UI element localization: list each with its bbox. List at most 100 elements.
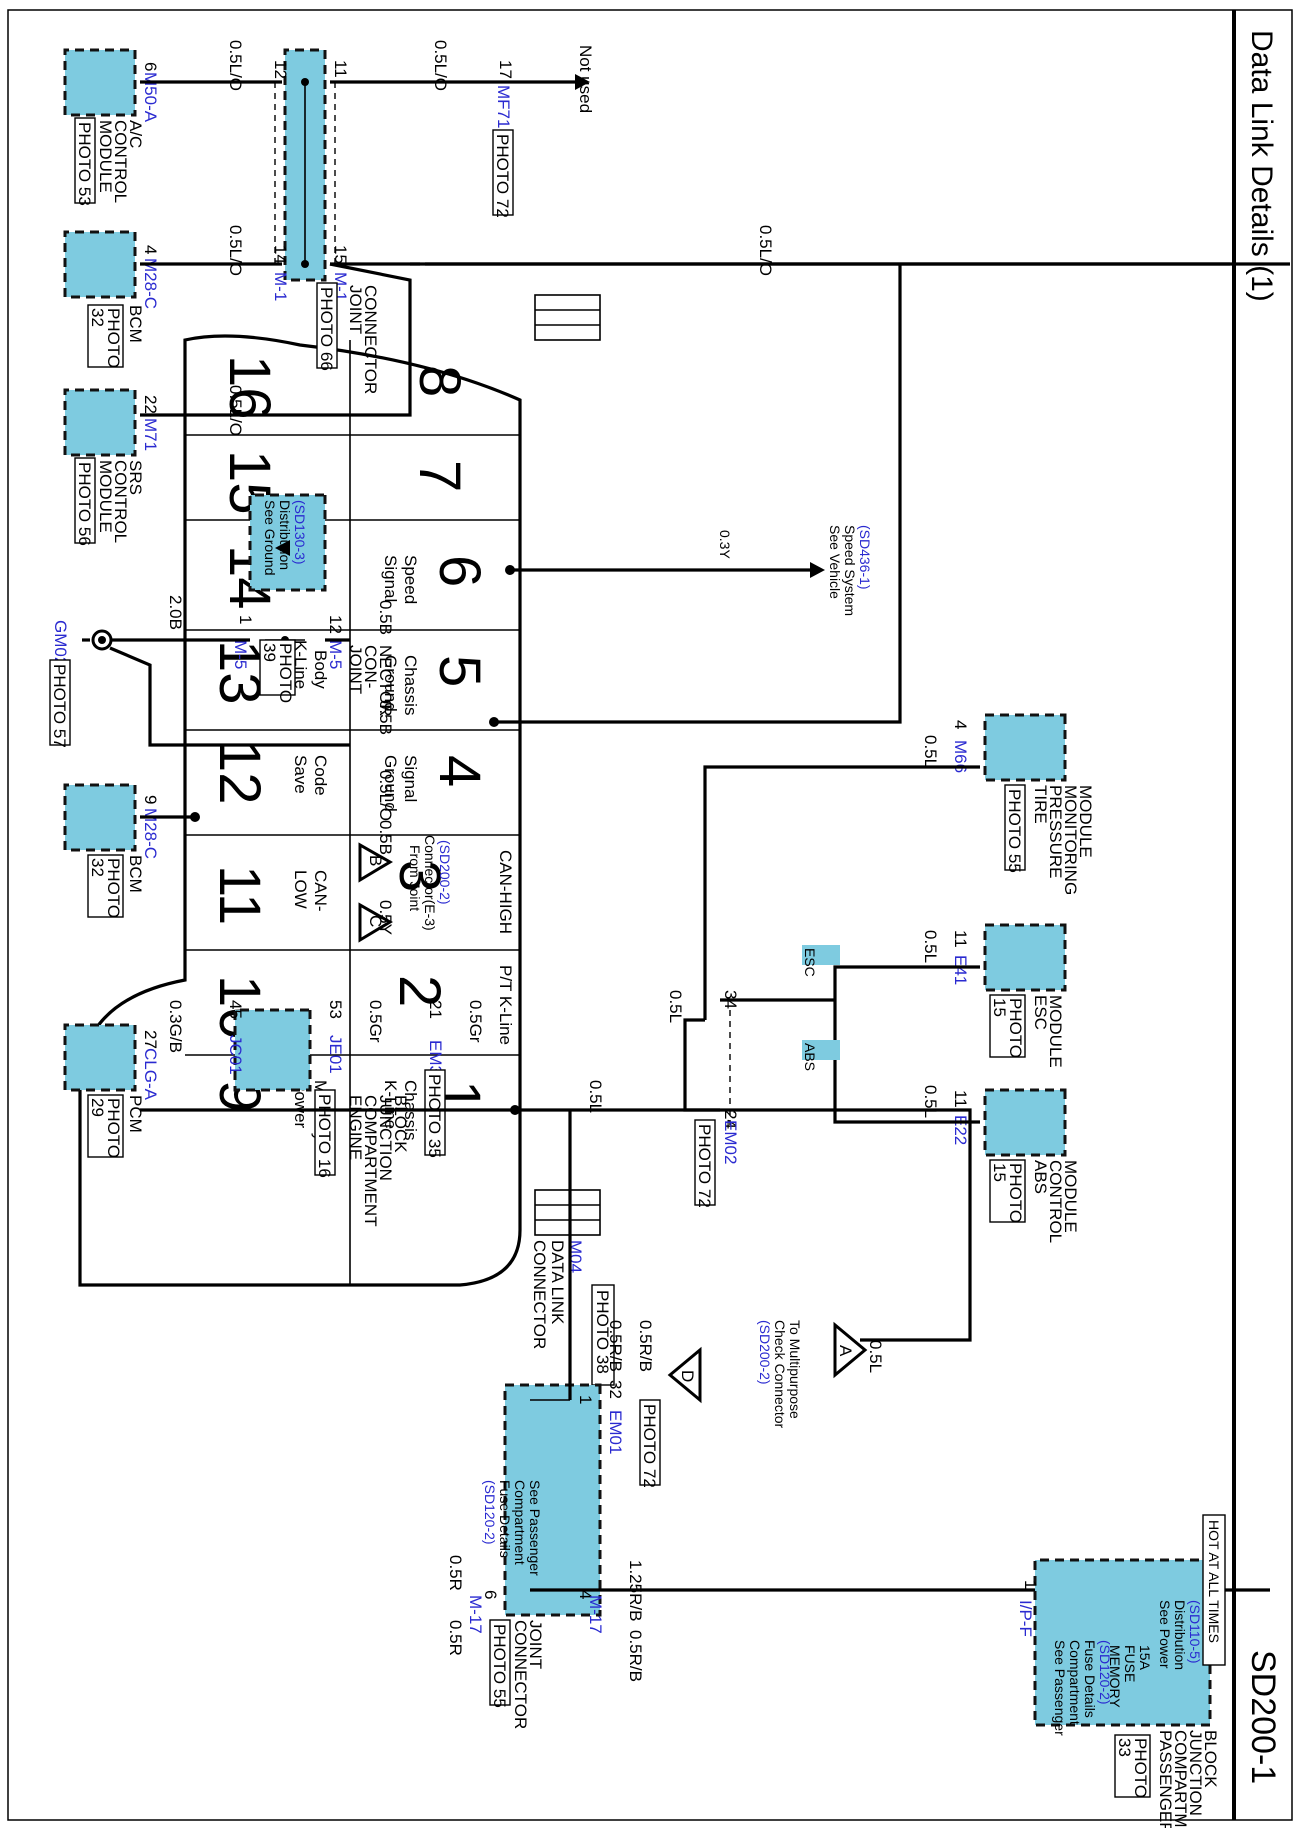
joint-connector-m5[interactable]: See Ground Distribution (SD130-3) 1 12 M… — [231, 493, 395, 716]
svg-text:39: 39 — [260, 643, 279, 662]
svg-text:MODULE: MODULE — [1076, 785, 1095, 858]
dlc-pin-6: 6 — [427, 555, 492, 587]
svg-text:PHOTO 66: PHOTO 66 — [317, 287, 336, 371]
svg-text:Compartment: Compartment — [512, 1480, 528, 1565]
ground-gm02: GM02 PHOTO 57 — [49, 620, 113, 748]
wire-label: 0.5Y — [376, 900, 395, 935]
dlc-pin-3: 3 — [387, 860, 452, 892]
dlc-pin-4-label: Signal — [401, 755, 420, 802]
svg-text:Connector(E-3): Connector(E-3) — [422, 835, 438, 931]
svg-text:CONNECTOR: CONNECTOR — [361, 285, 380, 394]
bcm-module-2[interactable]: 9 M28-C BCM PHOTO 32 — [63, 783, 160, 918]
wire-label: 0.5Gr — [466, 1000, 485, 1043]
svg-text:MODULE: MODULE — [96, 460, 115, 533]
svg-text:14: 14 — [271, 245, 290, 264]
svg-text:E22: E22 — [951, 1115, 970, 1145]
svg-text:PASSENGER: PASSENGER — [1156, 1730, 1175, 1828]
svg-text:FUSE: FUSE — [1122, 1645, 1138, 1682]
dlc-pin-8: 8 — [407, 365, 472, 397]
passenger-compartment-junction-block[interactable]: HOT AT ALL TIMES I/P-F 1 See Power Distr… — [1016, 1514, 1226, 1828]
svg-text:PRESSURE: PRESSURE — [1046, 785, 1065, 879]
svg-text:BCM: BCM — [126, 305, 145, 343]
pcm-module[interactable]: 27 CLG-A PCM PHOTO 29 — [63, 1023, 160, 1158]
svg-text:PHOTO 57: PHOTO 57 — [50, 664, 69, 748]
svg-text:(SD200-2): (SD200-2) — [757, 1320, 773, 1385]
dlc-pin-12: 12 — [207, 740, 272, 805]
svg-text:MODULE: MODULE — [96, 120, 115, 193]
wire-label: 1.25R/B — [626, 1560, 645, 1621]
wire-label: 0.5L/O — [226, 40, 245, 91]
m1-id-left: M-1 — [271, 272, 290, 301]
svg-text:SRS: SRS — [126, 460, 145, 495]
svg-text:MODULE: MODULE — [1061, 1160, 1080, 1233]
svg-text:I/P-F: I/P-F — [1016, 1600, 1035, 1637]
svg-text:4: 4 — [141, 245, 160, 254]
srs-control-module[interactable]: 22 M71 SRS CONTROL MODULE PHOTO 56 — [63, 388, 160, 546]
svg-text:CONTROL: CONTROL — [111, 120, 130, 203]
bcm2-connector-id: M28-C — [141, 808, 160, 859]
svg-text:A: A — [836, 1345, 855, 1357]
svg-text:Distribution: Distribution — [1172, 1600, 1188, 1670]
ac-control-module[interactable]: 6 M50-A A/C CONTROL MODULE PHOTO 53 — [63, 48, 160, 206]
joint-connector-m1[interactable]: 12 11 14 15 M-1 M-1 JOINT CONNECTOR PHOT… — [271, 48, 380, 394]
svg-text:(SD130-3): (SD130-3) — [292, 500, 308, 565]
svg-text:CONNECTOR: CONNECTOR — [530, 1240, 549, 1349]
svg-text:See Vehicle: See Vehicle — [827, 525, 843, 599]
svg-text:1: 1 — [236, 615, 255, 624]
svg-text:CONTROL: CONTROL — [1046, 1160, 1065, 1243]
ac-connector-id: M50-A — [141, 72, 160, 123]
svg-text:Check Connector: Check Connector — [772, 1320, 788, 1429]
wire-label: 0.5R/B — [606, 1320, 625, 1372]
esc-tag: ESC — [802, 948, 818, 977]
svg-text:PHOTO 16: PHOTO 16 — [315, 1094, 334, 1178]
joint-connector-m17[interactable]: 1 4 6 M-17 M-17 See Passenger Compartmen… — [466, 1110, 605, 1729]
abs-control-module[interactable]: 11 E22 ABS CONTROL MODULE PHOTO 15 — [951, 1088, 1080, 1243]
svg-text:32: 32 — [606, 1380, 625, 1399]
bcm-module-1[interactable]: 4 M28-C BCM PHOTO 32 — [63, 230, 160, 368]
tire-pressure-monitoring-module[interactable]: 4 M66 TIRE PRESSURE MONITORING MODULE PH… — [951, 713, 1095, 895]
abs-tag-bg — [802, 1040, 840, 1060]
srs-connector-id: M71 — [141, 418, 160, 451]
esc-module[interactable]: 11 E41 ESC MODULE PHOTO 15 — [951, 923, 1067, 1068]
speed-signal-reference: See Vehicle Speed System (SD436-1) 0.3Y — [505, 525, 873, 616]
svg-text:JOINT: JOINT — [346, 645, 365, 694]
data-link-connector: 8 7 6 Speed Signal 5 Chassis Ground 4 Si… — [78, 294, 615, 1386]
svg-text:COMPARTMENT: COMPARTMENT — [1171, 1730, 1190, 1828]
wire-label: 0.5L — [921, 735, 940, 768]
svg-text:D: D — [678, 1370, 697, 1382]
wire-label: 0.5L — [921, 1085, 940, 1118]
svg-text:See Passenger: See Passenger — [527, 1480, 543, 1576]
svg-text:PHOTO: PHOTO — [1006, 998, 1025, 1058]
svg-text:GM02: GM02 — [51, 620, 70, 666]
svg-text:Signal: Signal — [381, 555, 400, 602]
svg-text:15A: 15A — [1137, 1645, 1153, 1671]
svg-text:A/C: A/C — [126, 120, 145, 148]
dlc-pin-3-label: CAN-HIGH — [496, 850, 515, 934]
abs-tag: ABS — [802, 1043, 818, 1071]
dlc-pin-16: 16 — [217, 355, 282, 420]
wire-label: 0.5R — [446, 1620, 465, 1656]
svg-text:PHOTO 56: PHOTO 56 — [75, 462, 94, 546]
dlc-photo: PHOTO 38 — [593, 1290, 612, 1374]
svg-text:ABS: ABS — [1031, 1160, 1050, 1194]
svg-text:See Power: See Power — [1157, 1600, 1173, 1669]
svg-text:17: 17 — [496, 60, 515, 79]
svg-text:To Multipurpose: To Multipurpose — [787, 1320, 803, 1419]
svg-text:Save: Save — [291, 755, 310, 794]
svg-text:K-Line: K-Line — [291, 640, 310, 689]
wire-label: 2.0B — [166, 595, 185, 630]
svg-text:12: 12 — [271, 60, 290, 79]
svg-text:From Joint: From Joint — [407, 845, 423, 911]
svg-text:M-17: M-17 — [466, 1595, 485, 1634]
bcm1-connector-id: M28-C — [141, 258, 160, 309]
hot-at-all-times: HOT AT ALL TIMES — [1206, 1520, 1222, 1643]
svg-text:JUNCTION: JUNCTION — [376, 1095, 395, 1181]
svg-text:1: 1 — [576, 1395, 595, 1404]
dlc-pin-7: 7 — [407, 460, 472, 492]
svg-text:45: 45 — [226, 1000, 245, 1019]
wire-label: 0.3G/B — [166, 1000, 185, 1053]
dlc-pin-4: 4 — [427, 755, 492, 787]
svg-text:29: 29 — [88, 1098, 107, 1117]
svg-text:M-5: M-5 — [326, 640, 345, 669]
